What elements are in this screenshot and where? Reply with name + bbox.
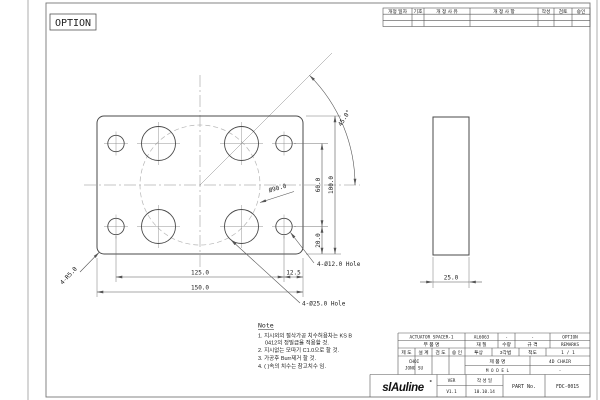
dim-bolt-circle: Ø90.0 [268,183,288,195]
dim-edge-offset: 12.5 [286,270,301,277]
diagonal-45-line [199,52,333,186]
material-label: 재 질 [476,341,486,348]
revision-col-reason: 개 정 사 유 [436,8,458,15]
note-line-2: 2. 지시없는 모따기 C1.0으로 할 것. [258,346,340,354]
revision-col-review: 검토 [559,8,568,15]
version-label: VER [448,378,456,384]
bolt-circle [139,124,261,246]
dimension-texts: 60.0 20.0 100.0 125.0 12.5 150.0 45.0° Ø… [59,109,459,308]
spec-label: 규 격 [527,341,537,348]
model-value: - [559,369,562,374]
drafter-name-2: JONG SU [405,366,424,372]
scale-value: 1 / 1 [561,350,575,356]
leader-lines [79,191,315,304]
dim-thickness: 25.0 [444,275,459,282]
hole-centermarks [104,122,296,248]
part-no-value: FDC-0015 [556,384,579,390]
remarks-label: REMARKS [561,342,580,348]
part-no-label: PART No. [512,384,536,390]
option-stamp-label: OPTION [55,18,91,29]
notes-section: Note 1. 지시외의 절삭가공 치수허용차는 KS B 0412의 정밀급을… [258,322,352,370]
material-value: AL6063 [474,334,490,340]
title-block-texts: ACTUATOR SPACER-1 AL6063 - - OPTION 부 품 … [382,334,579,395]
company-logo: slAuline [382,382,425,394]
date-label: 작 성 일 [477,377,492,384]
revision-col-approve: 승인 [577,8,586,15]
version-value: V1.1 [446,389,457,395]
title-block [369,332,590,397]
draft-label: 제 도 [401,349,412,356]
dim-width: 150.0 [191,285,209,292]
note-line-3: 3. 가공후 Burr제거 할 것. [258,354,317,362]
revision-col-author: 작성 [542,8,551,15]
model-label: M O D E L [486,368,510,374]
dim-hole-span: 125.0 [191,270,209,277]
note-line-1b: 0412의 정밀급을 적용할 것. [265,339,329,347]
dimension-extension-lines [96,115,470,297]
label-small-holes: 4-Ø12.0 Hole [317,261,361,268]
notes-title: Note [258,322,274,330]
revision-col-symbol: 기호 [414,8,423,15]
projection-label: 투상 [474,349,483,356]
remarks-value: OPTION [562,334,578,340]
qty-value: - [505,335,508,340]
label-corner-radius: 4-R5.0 [59,265,79,286]
sheet-edge-lines [27,0,598,400]
side-view [432,116,470,256]
option-stamp: OPTION [49,13,97,31]
dim-height: 100.0 [328,176,335,194]
product-label: 제 품 명 [490,358,506,365]
large-holes [141,126,259,244]
revision-table-headers: 개정 일자 기호 개 정 사 유 개 정 사 항 작성 검토 승인 [388,8,585,15]
spec-value: - [531,335,534,340]
revision-table [382,7,591,27]
part-name-label: 부 품 명 [424,341,440,348]
company-logo-mark: ˚ [429,380,432,388]
note-line-1: 1. 지시외의 절삭가공 치수허용차는 KS B [258,332,352,340]
front-view [84,52,360,270]
date-value: 10.10.14 [474,389,495,395]
projection-value: 3각법 [500,349,512,356]
dim-bottom-offset: 20.0 [315,233,322,248]
revision-col-detail: 개 정 사 항 [493,8,515,15]
dimension-lines [96,75,482,294]
plate-outline [96,115,304,255]
note-line-4: 4. ( )속의 치수는 참고치수 임. [258,362,326,370]
design-label: 설 계 [418,349,428,356]
revision-col-date: 개정 일자 [388,8,408,15]
part-name-value: ACTUATOR SPACER-1 [410,334,454,340]
product-value: 4D CHAIR [549,359,571,365]
dim-row-span: 60.0 [315,177,322,192]
qty-label: 수량 [502,341,511,348]
drafter-name-1: CHOI [409,359,420,365]
dim-angle: 45.0° [337,109,353,128]
check-label: 검 도 [435,349,446,356]
scale-label: 척도 [528,349,537,356]
small-holes [107,134,293,236]
approve-label: 승 인 [452,349,462,356]
label-large-holes: 4-Ø25.0 Hole [302,301,346,308]
side-view-outline [432,116,470,256]
drawing-frame [45,2,591,398]
